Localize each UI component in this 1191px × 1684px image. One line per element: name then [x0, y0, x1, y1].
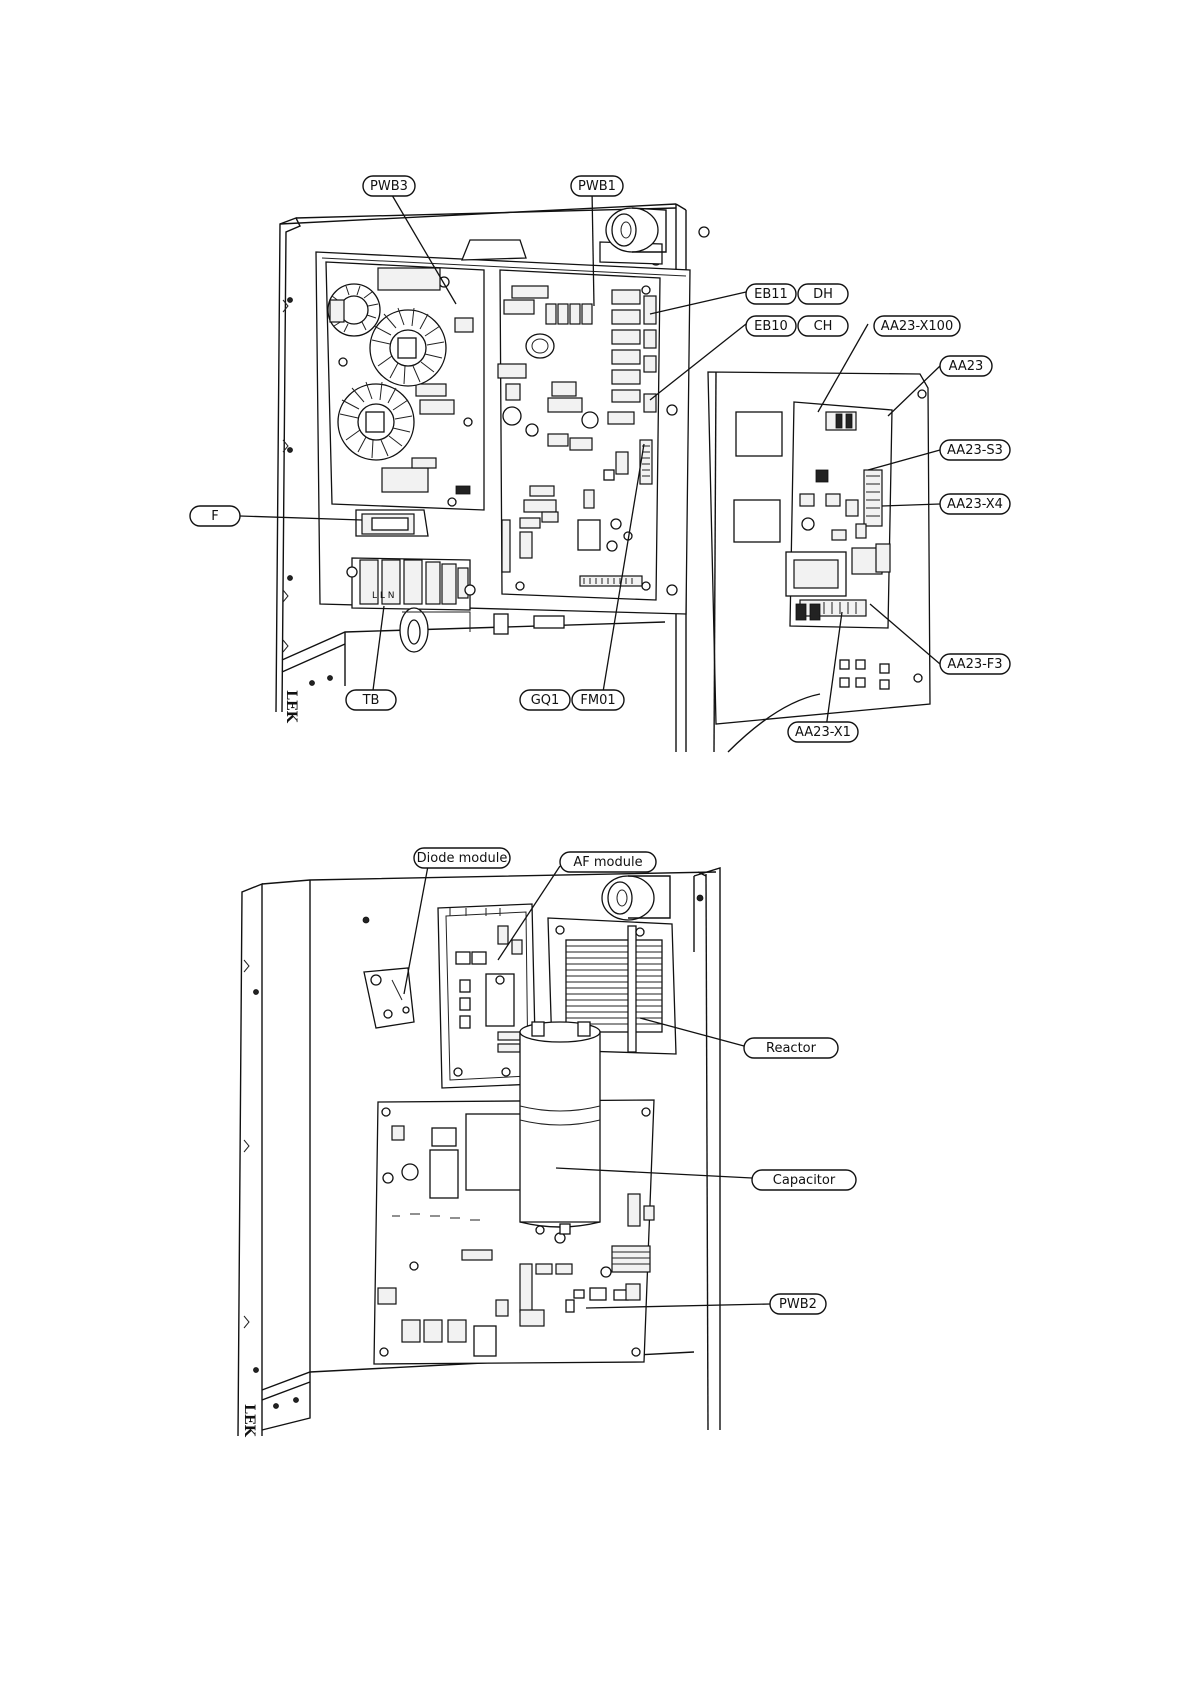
label-aa23-s3: AA23-S3: [940, 440, 1010, 460]
label-eb10: EB10: [746, 316, 796, 336]
toroid-small: [328, 284, 380, 336]
svg-text:PWB2: PWB2: [779, 1297, 817, 1312]
label-pwb2: PWB2: [770, 1294, 826, 1314]
svg-text:TB: TB: [362, 693, 380, 708]
label-pwb1: PWB1: [571, 176, 623, 196]
label-reactor: Reactor: [744, 1038, 838, 1058]
label-eb11: EB11: [746, 284, 796, 304]
top-clamp: [462, 208, 666, 264]
label-dh: DH: [798, 284, 848, 304]
lek-stamp-2: LEK: [241, 1404, 257, 1438]
svg-text:AF module: AF module: [573, 855, 642, 870]
svg-text:F: F: [211, 509, 218, 524]
label-aa23-x1: AA23-X1: [788, 722, 858, 742]
svg-text:Diode module: Diode module: [417, 851, 508, 866]
terminal-marking: L L N: [372, 591, 394, 601]
label-gq1: GQ1: [520, 690, 570, 710]
aa23-door-panel: [708, 372, 930, 752]
svg-text:AA23-X100: AA23-X100: [881, 319, 953, 334]
svg-text:AA23: AA23: [949, 359, 984, 374]
label-tb: TB: [346, 690, 396, 710]
svg-text:PWB3: PWB3: [370, 179, 408, 194]
label-aa23: AA23: [940, 356, 992, 376]
svg-text:AA23-S3: AA23-S3: [947, 443, 1003, 458]
diode-module: [364, 968, 414, 1028]
label-capacitor: Capacitor: [752, 1170, 856, 1190]
label-fm01: FM01: [572, 690, 624, 710]
top-cable-clamp-2: [602, 876, 670, 920]
label-aa23-f3: AA23-F3: [940, 654, 1010, 674]
label-f: F: [190, 506, 240, 526]
label-diode-module: Diode module: [414, 848, 510, 868]
svg-text:GQ1: GQ1: [531, 693, 560, 708]
svg-text:Capacitor: Capacitor: [773, 1173, 836, 1188]
label-ch: CH: [798, 316, 848, 336]
svg-text:EB11: EB11: [754, 287, 788, 302]
svg-text:DH: DH: [813, 287, 833, 302]
label-aa23-x4: AA23-X4: [940, 494, 1010, 514]
label-aa23-x100: AA23-X100: [874, 316, 960, 336]
label-af-module: AF module: [560, 852, 656, 872]
capacitor: [520, 1022, 600, 1234]
svg-text:AA23-X1: AA23-X1: [795, 725, 851, 740]
svg-text:FM01: FM01: [580, 693, 615, 708]
label-pwb3: PWB3: [363, 176, 415, 196]
svg-text:AA23-X4: AA23-X4: [947, 497, 1003, 512]
fuse-holder: [356, 510, 428, 536]
svg-text:PWB1: PWB1: [578, 179, 616, 194]
svg-text:AA23-F3: AA23-F3: [947, 657, 1002, 672]
pwb1-board: [498, 270, 660, 600]
svg-text:EB10: EB10: [754, 319, 788, 334]
pwb3-board: [326, 262, 484, 510]
pwb2-board: [374, 1100, 654, 1364]
svg-text:CH: CH: [814, 319, 833, 334]
svg-text:Reactor: Reactor: [766, 1041, 817, 1056]
lek-stamp-1: LEK: [283, 690, 299, 724]
